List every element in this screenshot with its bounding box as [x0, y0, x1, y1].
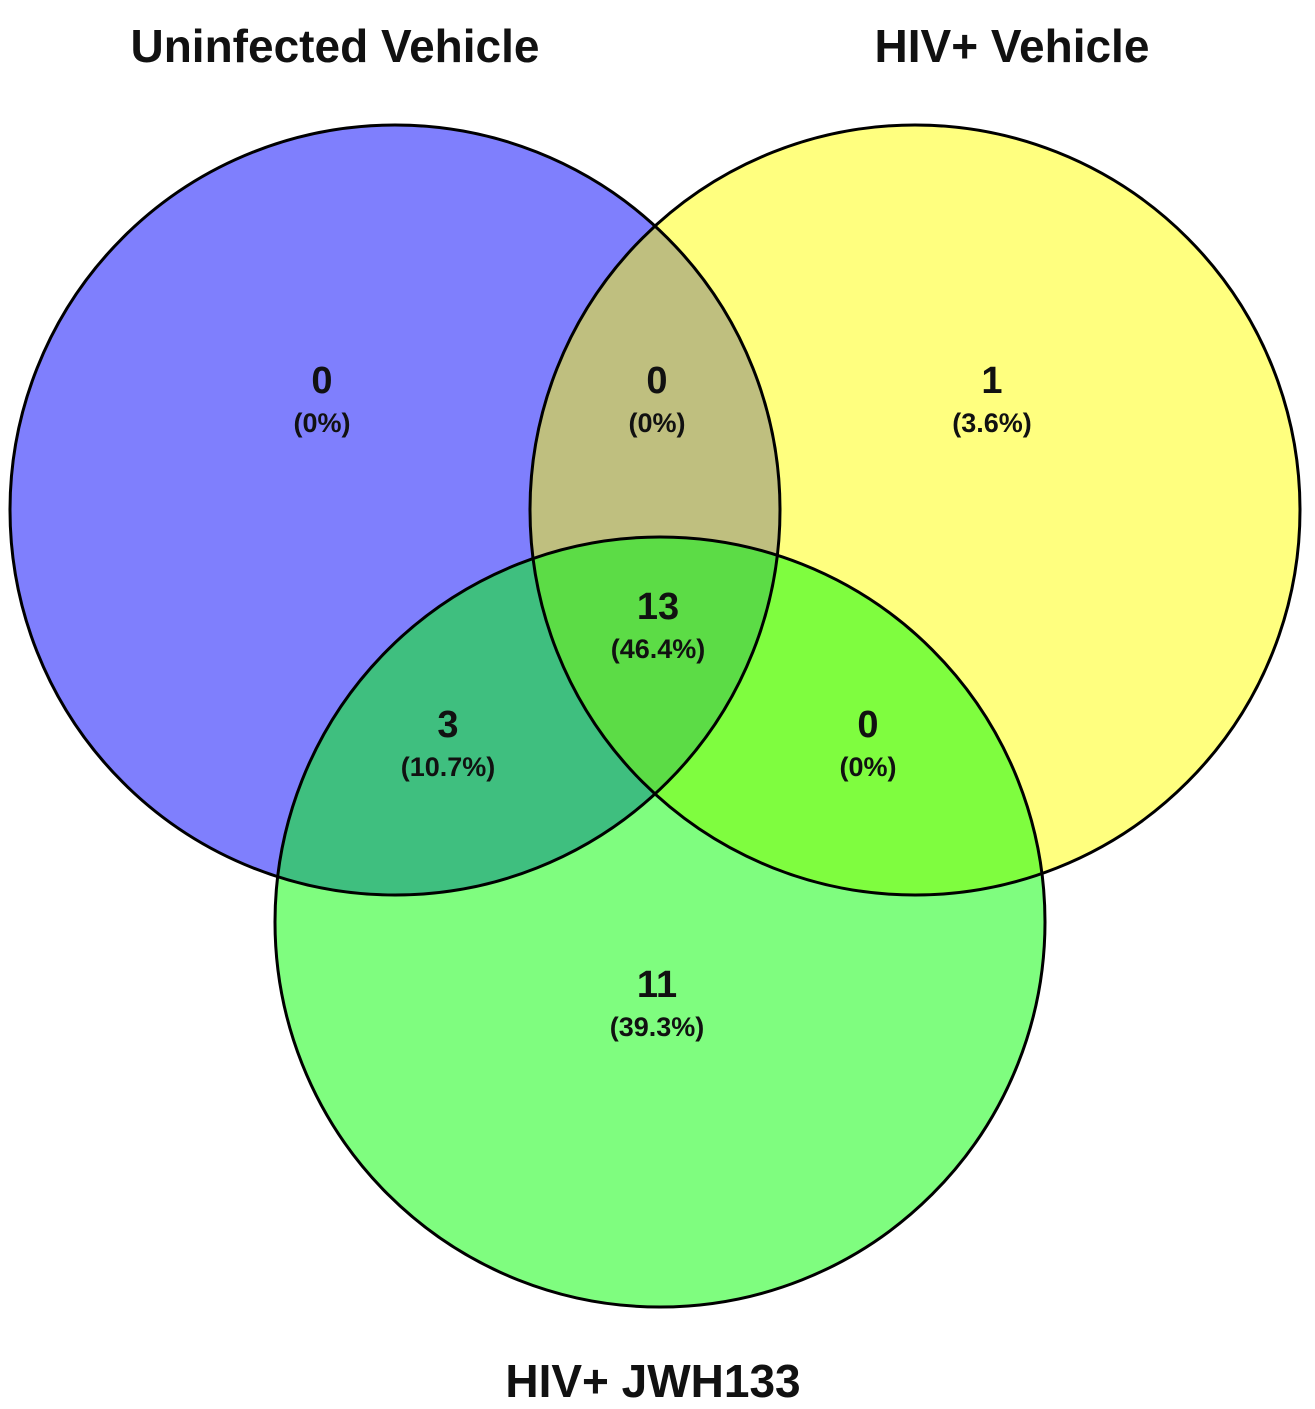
- set-label-uninfected-vehicle: Uninfected Vehicle: [130, 20, 539, 72]
- overlap-hiv-vehicle-hiv-jwh133: [530, 537, 1045, 895]
- region-percent-uninfected-only: (0%): [293, 408, 350, 438]
- region-percent-all: (46.4%): [611, 634, 706, 664]
- region-percent-uninfected-hiv-vehicle: (0%): [628, 408, 685, 438]
- region-percent-hiv-jwh133-only: (39.3%): [610, 1012, 705, 1042]
- outline-uninfected-vehicle: [8, 123, 782, 897]
- region-count-uninfected-only: 0: [311, 360, 332, 402]
- region-count-hiv-jwh133-only: 11: [637, 964, 677, 1006]
- set-label-hiv-vehicle: HIV+ Vehicle: [875, 20, 1150, 72]
- overlap-uninfected-hiv-jwh133: [275, 537, 780, 895]
- outline-hiv-vehicle: [528, 123, 1302, 897]
- region-percent-uninfected-hiv-jwh133: (10.7%): [401, 752, 496, 782]
- region-count-all: 13: [637, 586, 679, 628]
- region-count-uninfected-hiv-vehicle: 0: [646, 360, 667, 402]
- region-percent-hiv-vehicle-hiv-jwh133: (0%): [839, 752, 896, 782]
- region-count-hiv-vehicle-hiv-jwh133: 0: [857, 704, 878, 746]
- outline-hiv-jwh133: [273, 535, 1047, 1309]
- set-label-hiv-jwh133: HIV+ JWH133: [505, 1355, 800, 1407]
- region-count-hiv-vehicle-only: 1: [981, 360, 1002, 402]
- region-percent-hiv-vehicle-only: (3.6%): [952, 408, 1032, 438]
- region-count-uninfected-hiv-jwh133: 3: [437, 704, 458, 746]
